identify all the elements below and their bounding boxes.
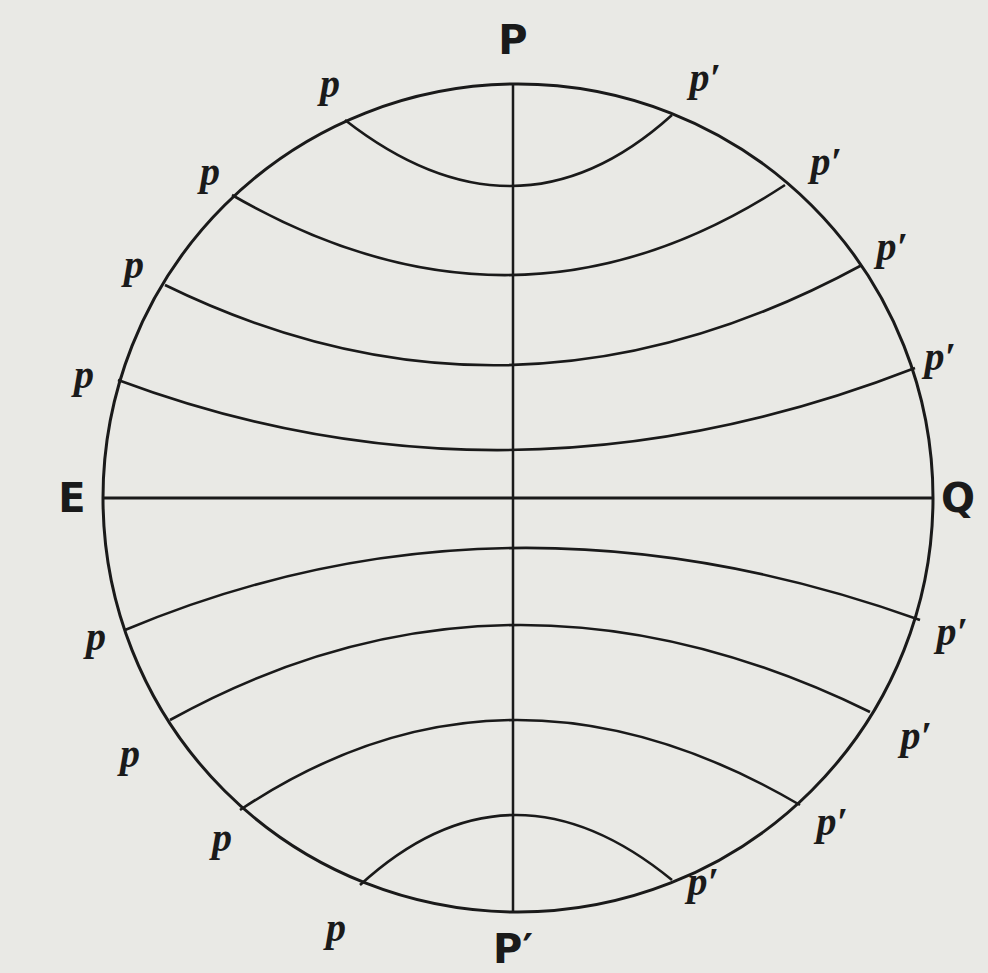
parallel-curve — [125, 548, 920, 630]
parallel-end-letter: p — [212, 818, 232, 858]
parallel-end-letter: p′ — [689, 58, 720, 98]
parallel-curve — [118, 368, 915, 450]
parallel-curve — [165, 265, 862, 365]
parallel-curve — [170, 625, 870, 720]
parallel-end-letter: p — [326, 908, 346, 948]
parallel-end-letter: p′ — [810, 142, 841, 182]
parallel-end-letter: p′ — [876, 227, 907, 267]
parallel-end-letter: p — [200, 152, 220, 192]
parallel-curve — [240, 720, 800, 810]
parallel-end-letter: p′ — [816, 802, 847, 842]
parallel-curve — [345, 115, 672, 186]
parallel-end-letter: p′ — [900, 716, 931, 756]
parallel-end-letter: p — [74, 355, 94, 395]
parallel-curve — [232, 185, 785, 275]
parallel-end-letter: p — [320, 64, 340, 104]
point-letter: Q — [941, 478, 975, 518]
point-letter: P — [498, 20, 527, 60]
globe-outline — [103, 84, 933, 912]
parallel-end-letter: p — [86, 617, 106, 657]
parallel-end-letter: p′ — [687, 862, 718, 902]
polar-axis — [512, 85, 515, 912]
parallel-end-letter: p′ — [936, 612, 967, 652]
point-letter: P′ — [493, 929, 533, 969]
parallel-end-letter: p′ — [924, 337, 955, 377]
equator-line — [103, 497, 933, 500]
parallel-end-letter: p — [120, 734, 140, 774]
point-letter: E — [58, 478, 85, 518]
parallel-curve — [360, 815, 672, 885]
parallel-end-letter: p — [124, 245, 144, 285]
